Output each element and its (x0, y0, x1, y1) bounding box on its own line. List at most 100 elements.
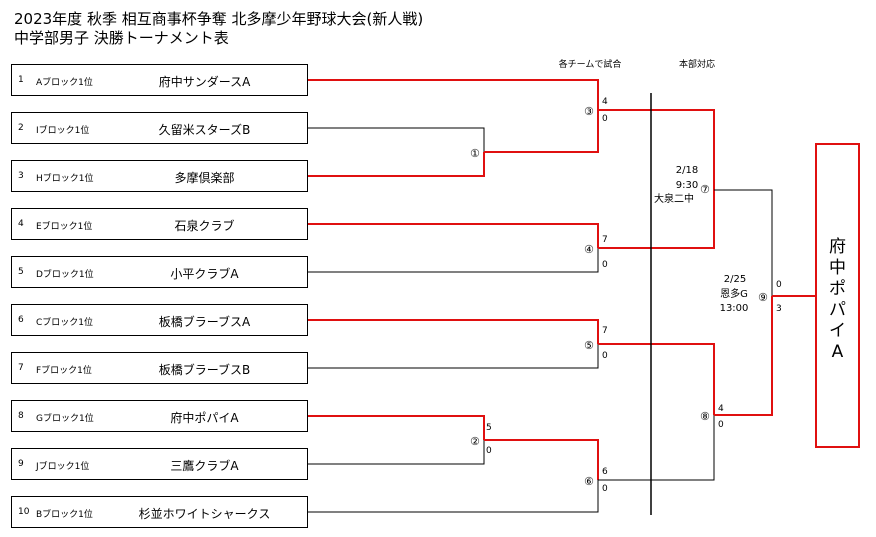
bracket-line-winner (484, 439, 599, 480)
team-row: 9 Jブロック1位 三鷹クラブA (11, 448, 308, 480)
team-row: 8 Gブロック1位 府中ポパイA (11, 400, 308, 432)
match-number: ① (470, 147, 480, 160)
bracket-line-winner (308, 79, 599, 110)
score-bottom: 0 (602, 260, 608, 270)
team-name: 板橋ブラーブスB (158, 363, 251, 377)
seed-number: 5 (18, 267, 24, 277)
team-row: 7 Fブロック1位 板橋ブラーブスB (11, 352, 308, 384)
block-rank: Jブロック1位 (36, 462, 90, 472)
page-title: 2023年度 秋季 相互商事杯争奪 北多摩少年野球大会(新人戦) (14, 10, 424, 28)
seed-number: 4 (18, 219, 24, 229)
bracket-line (308, 440, 485, 465)
team-name: 三鷹クラブA (170, 459, 239, 473)
score-bottom: 0 (602, 484, 608, 494)
block-rank: Gブロック1位 (36, 414, 94, 424)
block-rank: Cブロック1位 (36, 318, 94, 328)
champion-char: A (831, 342, 844, 362)
match-venue: 大泉二中 (654, 194, 694, 205)
team-row: 6 Cブロック1位 板橋ブラーブスA (11, 304, 308, 336)
block-rank: Iブロック1位 (36, 126, 90, 136)
match-number: ② (470, 435, 480, 448)
seed-number: 10 (18, 507, 30, 517)
bracket-line-winner (598, 343, 715, 415)
bracket-line (308, 248, 599, 273)
bracket-line (308, 344, 599, 369)
match-number: ⑦ (700, 183, 710, 196)
page-subtitle: 中学部男子 決勝トーナメント表 (14, 29, 229, 47)
seed-number: 1 (18, 75, 24, 85)
seed-number: 2 (18, 123, 24, 133)
team-name: 久留米スターズB (158, 123, 251, 137)
match-number: ⑧ (700, 410, 710, 423)
block-rank: Dブロック1位 (36, 270, 94, 280)
champion-char: 府 (829, 237, 846, 257)
bracket-line-winner (308, 415, 485, 440)
seed-number: 8 (18, 411, 24, 421)
header-hq: 本部対応 (678, 60, 716, 70)
seed-number: 6 (18, 315, 24, 325)
match-number: ③ (584, 105, 594, 118)
match-date: 2/25 (723, 274, 747, 285)
block-rank: Aブロック1位 (36, 78, 93, 88)
champion-name: 府 中 ポ パ イ A (817, 237, 858, 363)
champion-char: パ (829, 300, 846, 320)
match-number: ④ (584, 243, 594, 256)
bracket-line (714, 189, 773, 296)
match-number: ⑨ (758, 291, 768, 304)
bracket-line-winner (598, 109, 715, 190)
bracket-line-winner (308, 319, 599, 344)
match-date: 2/18 (675, 165, 699, 176)
seed-number: 9 (18, 459, 24, 469)
team-row: 10 Bブロック1位 杉並ホワイトシャークス (11, 496, 308, 528)
score-top: 5 (486, 423, 492, 433)
score-bottom: 0 (602, 351, 608, 361)
champion-char: ポ (829, 279, 846, 299)
match-number: ⑥ (584, 475, 594, 488)
header-self-run: 各チームで試合 (558, 60, 622, 70)
match-number: ⑤ (584, 339, 594, 352)
block-rank: Fブロック1位 (36, 366, 92, 376)
team-row: 4 Eブロック1位 石泉クラブ (11, 208, 308, 240)
team-row: 1 Aブロック1位 府中サンダースA (11, 64, 308, 96)
bracket-line-winner (484, 110, 599, 153)
team-row: 3 Hブロック1位 多摩倶楽部 (11, 160, 308, 192)
team-name: 多摩倶楽部 (174, 171, 235, 185)
block-rank: Bブロック1位 (36, 510, 93, 520)
bracket-line (598, 415, 715, 481)
team-name: 板橋ブラーブスA (158, 315, 251, 329)
bracket-line (308, 480, 599, 513)
seed-number: 7 (18, 363, 24, 373)
team-row: 2 Iブロック1位 久留米スターズB (11, 112, 308, 144)
match-venue: 恩多G (720, 289, 748, 300)
score-top: 0 (776, 280, 782, 290)
bracket-line (308, 127, 485, 152)
score-bottom: 0 (602, 114, 608, 124)
block-rank: Eブロック1位 (36, 222, 93, 232)
block-rank: Hブロック1位 (36, 174, 94, 184)
bracket-line-winner (714, 296, 773, 416)
bracket-line-winner (308, 152, 485, 177)
bracket-line-winner (308, 223, 599, 248)
match-time: 9:30 (675, 180, 699, 191)
seed-number: 3 (18, 171, 24, 181)
score-top: 4 (602, 97, 608, 107)
score-bottom: 0 (718, 420, 724, 430)
team-name: 小平クラブA (170, 267, 239, 281)
score-top: 7 (602, 235, 608, 245)
champion-box: 府 中 ポ パ イ A (815, 143, 860, 448)
team-name: 杉並ホワイトシャークス (138, 507, 271, 521)
team-name: 府中サンダースA (158, 75, 251, 89)
score-bottom: 0 (486, 446, 492, 456)
team-name: 石泉クラブ (174, 219, 235, 233)
match-time: 13:00 (719, 303, 749, 314)
score-top: 4 (718, 404, 724, 414)
champion-char: イ (829, 321, 846, 341)
bracket-line-winner (598, 190, 715, 249)
champion-char: 中 (829, 258, 846, 278)
score-top: 7 (602, 326, 608, 336)
team-name: 府中ポパイA (170, 411, 239, 425)
team-row: 5 Dブロック1位 小平クラブA (11, 256, 308, 288)
score-bottom: 3 (776, 304, 782, 314)
score-top: 6 (602, 467, 608, 477)
